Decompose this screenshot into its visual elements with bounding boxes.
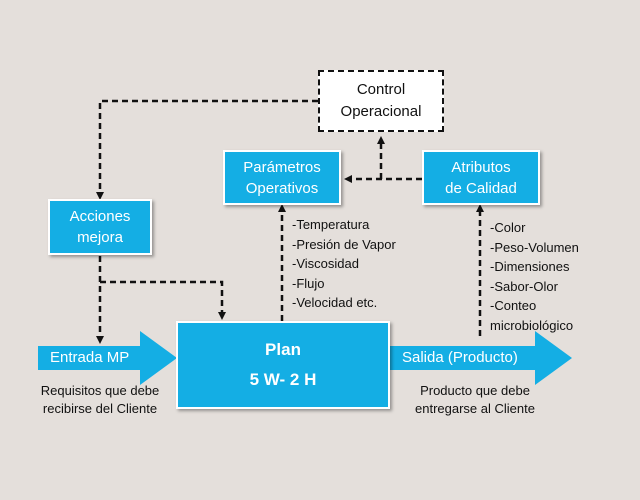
entrada-label: Entrada MP: [50, 349, 130, 366]
parametros-list-item: -Flujo: [292, 275, 325, 291]
parametros-line1: Parámetros: [243, 158, 321, 176]
salida-label: Salida (Producto): [402, 349, 518, 366]
atributos-calidad-box: Atributos de Calidad: [422, 150, 540, 205]
salida-caption-line2: entregarse al Cliente: [415, 401, 535, 416]
parametros-list-item: -Velocidad etc.: [292, 295, 378, 310]
entrada-arrow: [38, 331, 177, 385]
acciones-mejora-box: Acciones mejora: [48, 199, 152, 255]
atributos-line2: de Calidad: [445, 179, 517, 197]
parametros-list-item: -Temperatura: [292, 217, 370, 232]
control-operacional-box: Control Operacional: [318, 70, 444, 132]
acciones-line2: mejora: [77, 229, 123, 246]
atributos-list-item: -Conteo: [490, 298, 537, 313]
entrada-caption-line1: Requisitos que debe: [40, 383, 160, 398]
entrada-caption-line2: recibirse del Cliente: [42, 401, 158, 416]
atributos-list-item: microbiológico: [490, 317, 574, 333]
connector-acciones-to-plan: [100, 280, 226, 320]
entrada-caption: Requisitos que debe recibirse del Client…: [20, 382, 180, 418]
atributos-list: -Color -Peso-Volumen -Dimensiones -Sabor…: [490, 218, 579, 335]
atributos-list-item: -Sabor-Olor: [490, 278, 558, 294]
parametros-operativos-box: Parámetros Operativos: [223, 150, 341, 205]
control-line1: Control: [356, 81, 406, 98]
atributos-list-item: -Dimensiones: [490, 259, 570, 274]
acciones-line1: Acciones: [69, 208, 131, 225]
control-line2: Operacional: [340, 103, 422, 120]
parametros-list-item: -Viscosidad: [292, 256, 359, 271]
plan-box: Plan 5 W- 2 H: [176, 321, 390, 409]
atributos-list-item: -Peso-Volumen: [490, 239, 579, 255]
atributos-list-item: -Color: [490, 220, 526, 235]
parametros-list: -Temperatura -Presión de Vapor -Viscosid…: [292, 215, 396, 313]
salida-caption: Producto que debe entregarse al Cliente: [395, 382, 555, 418]
parametros-line2: Operativos: [245, 179, 319, 197]
atributos-line1: Atributos: [451, 158, 511, 176]
salida-caption-line1: Producto que debe: [420, 383, 530, 398]
parametros-list-item: -Presión de Vapor: [292, 236, 396, 252]
connector-control-to-acciones: [96, 99, 318, 200]
plan-line1: Plan: [265, 340, 301, 359]
plan-line2: 5 W- 2 H: [249, 370, 317, 389]
salida-arrow: [390, 331, 572, 385]
